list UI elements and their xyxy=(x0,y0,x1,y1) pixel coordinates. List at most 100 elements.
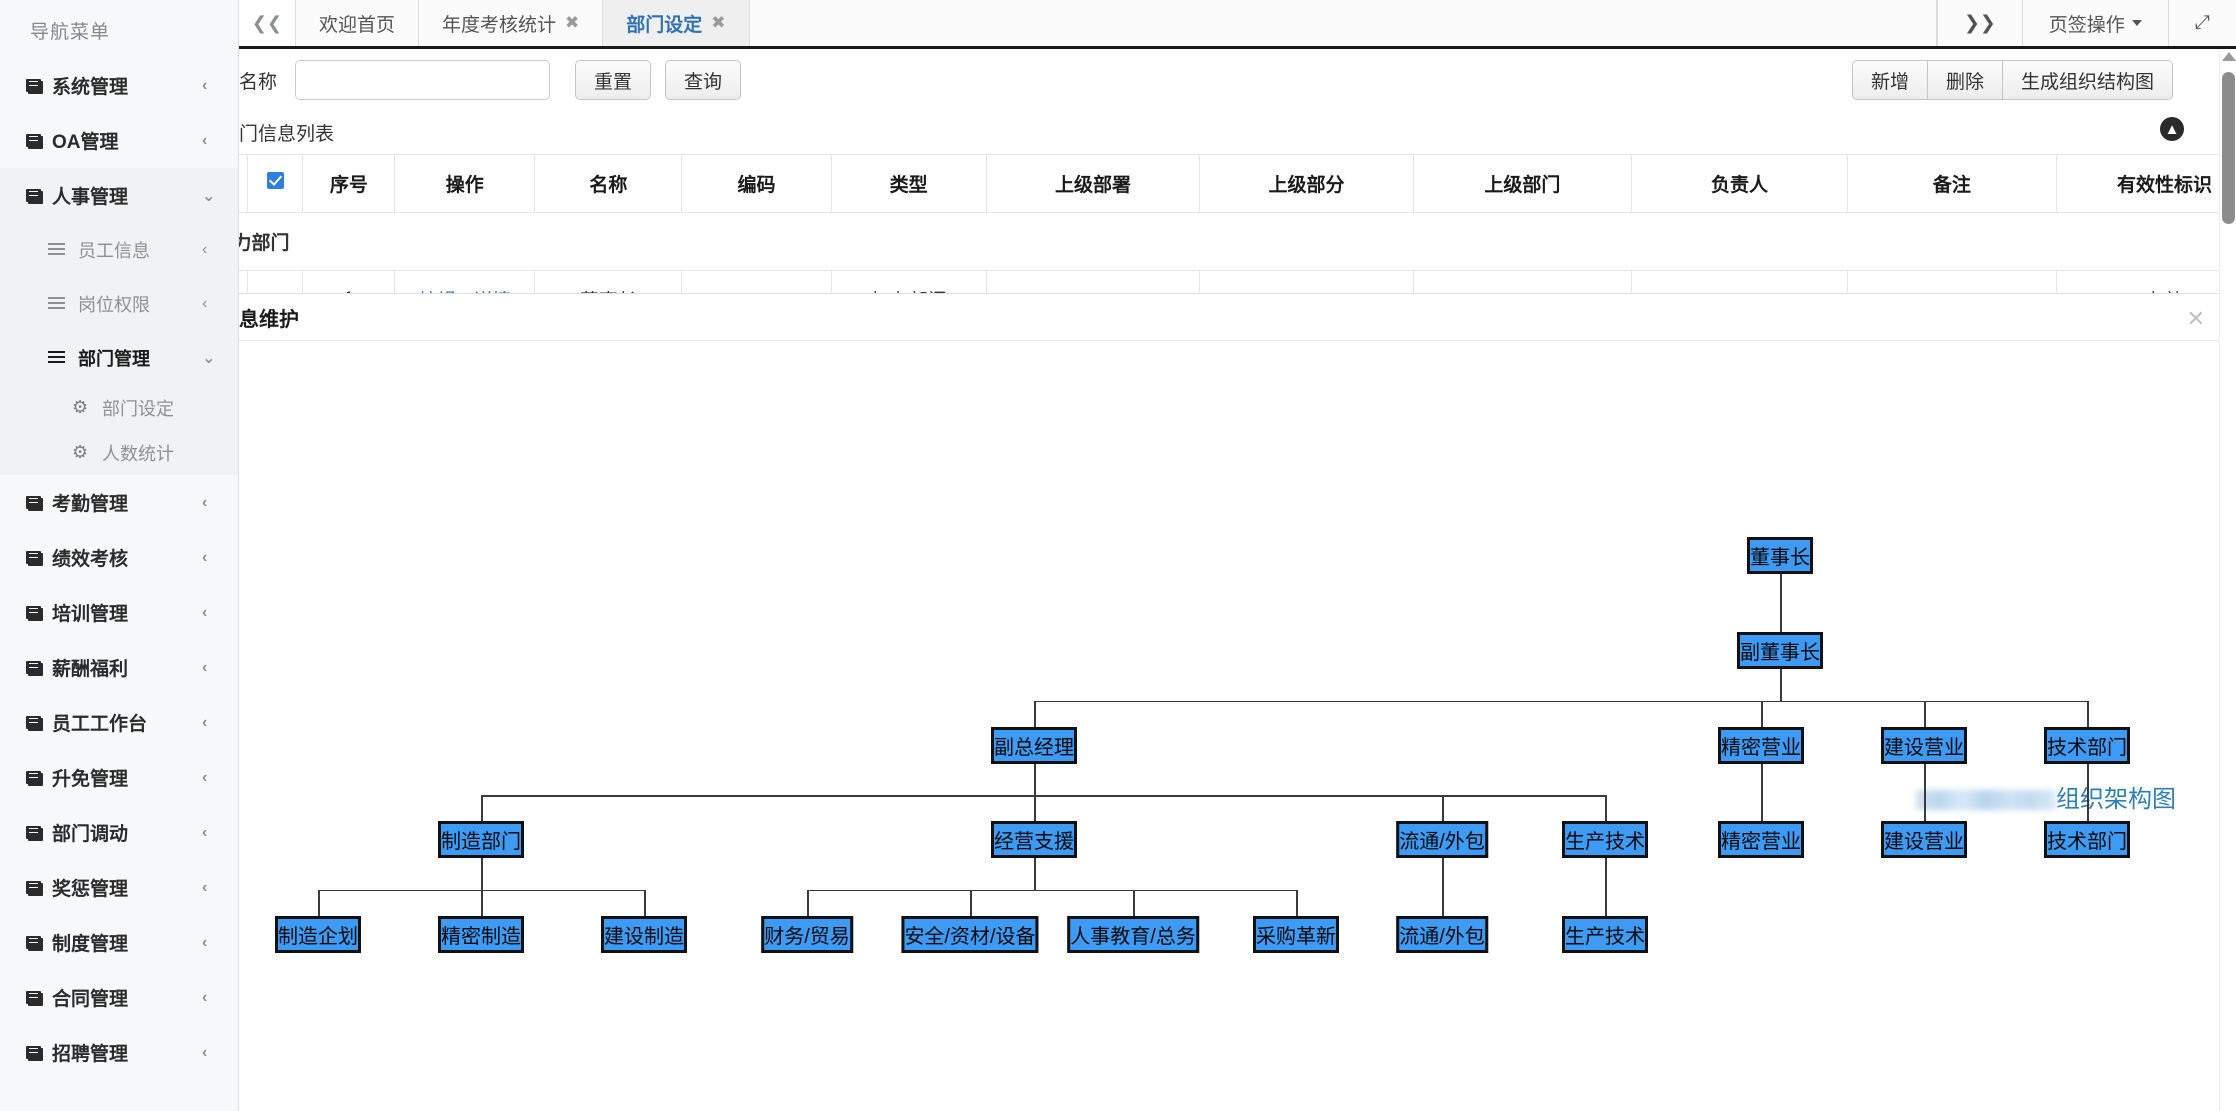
org-node[interactable]: 制造部门 xyxy=(438,821,524,858)
book-icon xyxy=(26,188,52,203)
query-button[interactable]: 查询 xyxy=(665,60,742,100)
org-node[interactable]: 生产技术 xyxy=(1562,821,1648,858)
sidebar-item-rewards-punishment[interactable]: 奖惩管理 ‹ xyxy=(0,860,238,915)
scrollbar-thumb[interactable] xyxy=(2222,72,2235,224)
tab-label: 年度考核统计 xyxy=(442,14,557,36)
expand-icon[interactable]: ⤢ xyxy=(2167,0,2236,46)
org-connector xyxy=(481,858,483,890)
reset-button[interactable]: 重置 xyxy=(575,60,652,100)
org-node[interactable]: 建设营业 xyxy=(1881,821,1967,858)
org-node[interactable]: 副总经理 xyxy=(991,727,1077,764)
org-node[interactable]: 安全/资材/设备 xyxy=(901,916,1039,953)
org-node[interactable]: 副董事长 xyxy=(1737,632,1823,669)
search-input[interactable] xyxy=(295,60,551,100)
org-connector xyxy=(1442,795,1444,821)
sidebar-item-system-management[interactable]: 系统管理 ‹ xyxy=(0,58,238,113)
tab-welcome-home[interactable]: 欢迎首页 xyxy=(296,0,420,46)
sidebar-item-training-management[interactable]: 培训管理 ‹ xyxy=(0,585,238,640)
tab-bar-right-controls: ❯❯ 页签操作 ⤢ xyxy=(1936,0,2236,46)
sidebar-item-contract-management[interactable]: 合同管理 ‹ xyxy=(0,970,238,1025)
table-header-parent-deployment[interactable]: 上级部署 xyxy=(985,154,1201,213)
tab-annual-review-statistics[interactable]: 年度考核统计 ✖ xyxy=(419,0,604,46)
generate-org-chart-button[interactable]: 生成组织结构图 xyxy=(2002,60,2173,100)
org-connector xyxy=(1605,858,1607,916)
org-node[interactable]: 采购革新 xyxy=(1253,916,1339,953)
book-icon xyxy=(26,770,52,785)
table-header-checkbox[interactable] xyxy=(247,154,304,213)
vertical-scrollbar[interactable] xyxy=(2219,52,2236,1111)
add-button[interactable]: 新增 xyxy=(1851,60,1928,100)
org-node[interactable]: 技术部门 xyxy=(2044,727,2130,764)
close-icon[interactable]: ✕ xyxy=(2186,306,2205,331)
table-header-seq[interactable]: 序号 xyxy=(302,154,396,213)
sidebar-group-rewards: 奖惩管理 ‹ xyxy=(0,860,238,915)
table-header-valid-flag[interactable]: 有效性标识 xyxy=(2055,154,2236,213)
chevron-left-icon: ‹ xyxy=(202,988,208,1006)
tab-department-setup[interactable]: 部门设定 ✖ xyxy=(603,0,750,46)
org-node[interactable]: 董事长 xyxy=(1747,537,1813,574)
modal-body: 组织架构图 董事长副董事长副总经理精密营业建设营业技术部门制造部门经营支援流通/… xyxy=(239,342,2236,1111)
double-chevron-right-icon[interactable]: ❯❯ xyxy=(1936,0,2022,46)
tab-operations-dropdown[interactable]: 页签操作 xyxy=(2021,0,2168,46)
close-icon[interactable]: ✖ xyxy=(711,13,726,32)
sidebar-item-department-transfer[interactable]: 部门调动 ‹ xyxy=(0,805,238,860)
table-header-parent-department[interactable]: 上级部门 xyxy=(1412,154,1633,213)
sidebar-item-position-permission[interactable]: 岗位权限 ‹ xyxy=(0,277,238,331)
org-node[interactable]: 制造企划 xyxy=(275,916,361,953)
chevron-left-icon: ‹ xyxy=(202,768,208,786)
table-header-owner[interactable]: 负责人 xyxy=(1631,154,1848,213)
org-node[interactable]: 生产技术 xyxy=(1562,916,1648,953)
sidebar-item-oa-management[interactable]: OA管理 ‹ xyxy=(0,113,238,168)
org-connector xyxy=(1605,795,1607,821)
table-header-code[interactable]: 编码 xyxy=(681,154,832,213)
table-header-remark[interactable]: 备注 xyxy=(1846,154,2057,213)
sidebar-item-recruitment-management[interactable]: 招聘管理 ‹ xyxy=(0,1025,238,1080)
sidebar-item-performance-review[interactable]: 绩效考核 ‹ xyxy=(0,530,238,585)
sidebar-item-headcount-statistics[interactable]: ⚙ 人数统计 xyxy=(0,430,238,475)
org-node[interactable]: 精密营业 xyxy=(1718,727,1804,764)
sidebar-item-attendance-management[interactable]: 考勤管理 ‹ xyxy=(0,475,238,530)
gears-icon: ⚙ xyxy=(72,397,89,417)
sidebar-item-hr-management[interactable]: 人事管理 ⌄ xyxy=(0,168,238,223)
org-node[interactable]: 经营支援 xyxy=(991,821,1077,858)
org-node[interactable]: 流通/外包 xyxy=(1396,916,1488,953)
table-header-type[interactable]: 类型 xyxy=(830,154,987,213)
org-node[interactable]: 精密营业 xyxy=(1718,821,1804,858)
org-connector xyxy=(644,889,646,916)
arrow-up-circle-icon[interactable]: ▲ xyxy=(2160,117,2184,141)
sidebar-item-compensation-benefits[interactable]: 薪酬福利 ‹ xyxy=(0,640,238,695)
table-header-actions[interactable]: 操作 xyxy=(394,154,536,213)
sidebar-group-contract: 合同管理 ‹ xyxy=(0,970,238,1025)
org-node[interactable]: 流通/外包 xyxy=(1396,821,1488,858)
delete-button[interactable]: 删除 xyxy=(1927,60,2003,100)
sidebar-item-label: 绩效考核 xyxy=(52,549,129,570)
check-icon[interactable] xyxy=(266,172,284,189)
sidebar-item-department-management[interactable]: 部门管理 ⌄ xyxy=(0,331,238,385)
org-connector xyxy=(807,889,809,916)
scroll-up-arrow-icon[interactable] xyxy=(2222,52,2236,61)
table-header-parent-part[interactable]: 上级部分 xyxy=(1199,154,1414,213)
sidebar-item-promotion-management[interactable]: 升免管理 ‹ xyxy=(0,750,238,805)
org-node[interactable]: 技术部门 xyxy=(2044,821,2130,858)
sidebar: 导航菜单 系统管理 ‹ OA管理 ‹ 人事管理 ⌄ 员工信息 xyxy=(0,0,239,1111)
double-chevron-left-icon[interactable]: ❮❮ xyxy=(239,0,296,46)
sidebar-group-policy: 制度管理 ‹ xyxy=(0,915,238,970)
sidebar-item-label: 招聘管理 xyxy=(52,1044,129,1065)
sidebar-item-policy-management[interactable]: 制度管理 ‹ xyxy=(0,915,238,970)
org-connector xyxy=(2087,700,2089,727)
org-node[interactable]: 精密制造 xyxy=(438,916,524,953)
close-icon[interactable]: ✖ xyxy=(565,13,580,32)
org-node[interactable]: 建设制造 xyxy=(601,916,687,953)
org-node[interactable]: 建设营业 xyxy=(1881,727,1967,764)
sidebar-group-recruitment: 招聘管理 ‹ xyxy=(0,1025,238,1080)
table-header-name[interactable]: 名称 xyxy=(534,154,683,213)
sidebar-leaf-label: 部门设定 xyxy=(102,398,174,419)
list-title-bar: 门信息列表 ▲ xyxy=(239,111,2236,154)
org-node[interactable]: 财务/贸易 xyxy=(761,916,853,953)
sidebar-item-employee-info[interactable]: 员工信息 ‹ xyxy=(0,223,238,277)
chevron-down-icon xyxy=(2131,20,2142,26)
org-node[interactable]: 人事教育/总务 xyxy=(1067,916,1199,953)
sidebar-item-department-setup[interactable]: ⚙ 部门设定 xyxy=(0,385,238,430)
chevron-left-icon: ‹ xyxy=(202,823,208,841)
sidebar-item-employee-workbench[interactable]: 员工工作台 ‹ xyxy=(0,695,238,750)
